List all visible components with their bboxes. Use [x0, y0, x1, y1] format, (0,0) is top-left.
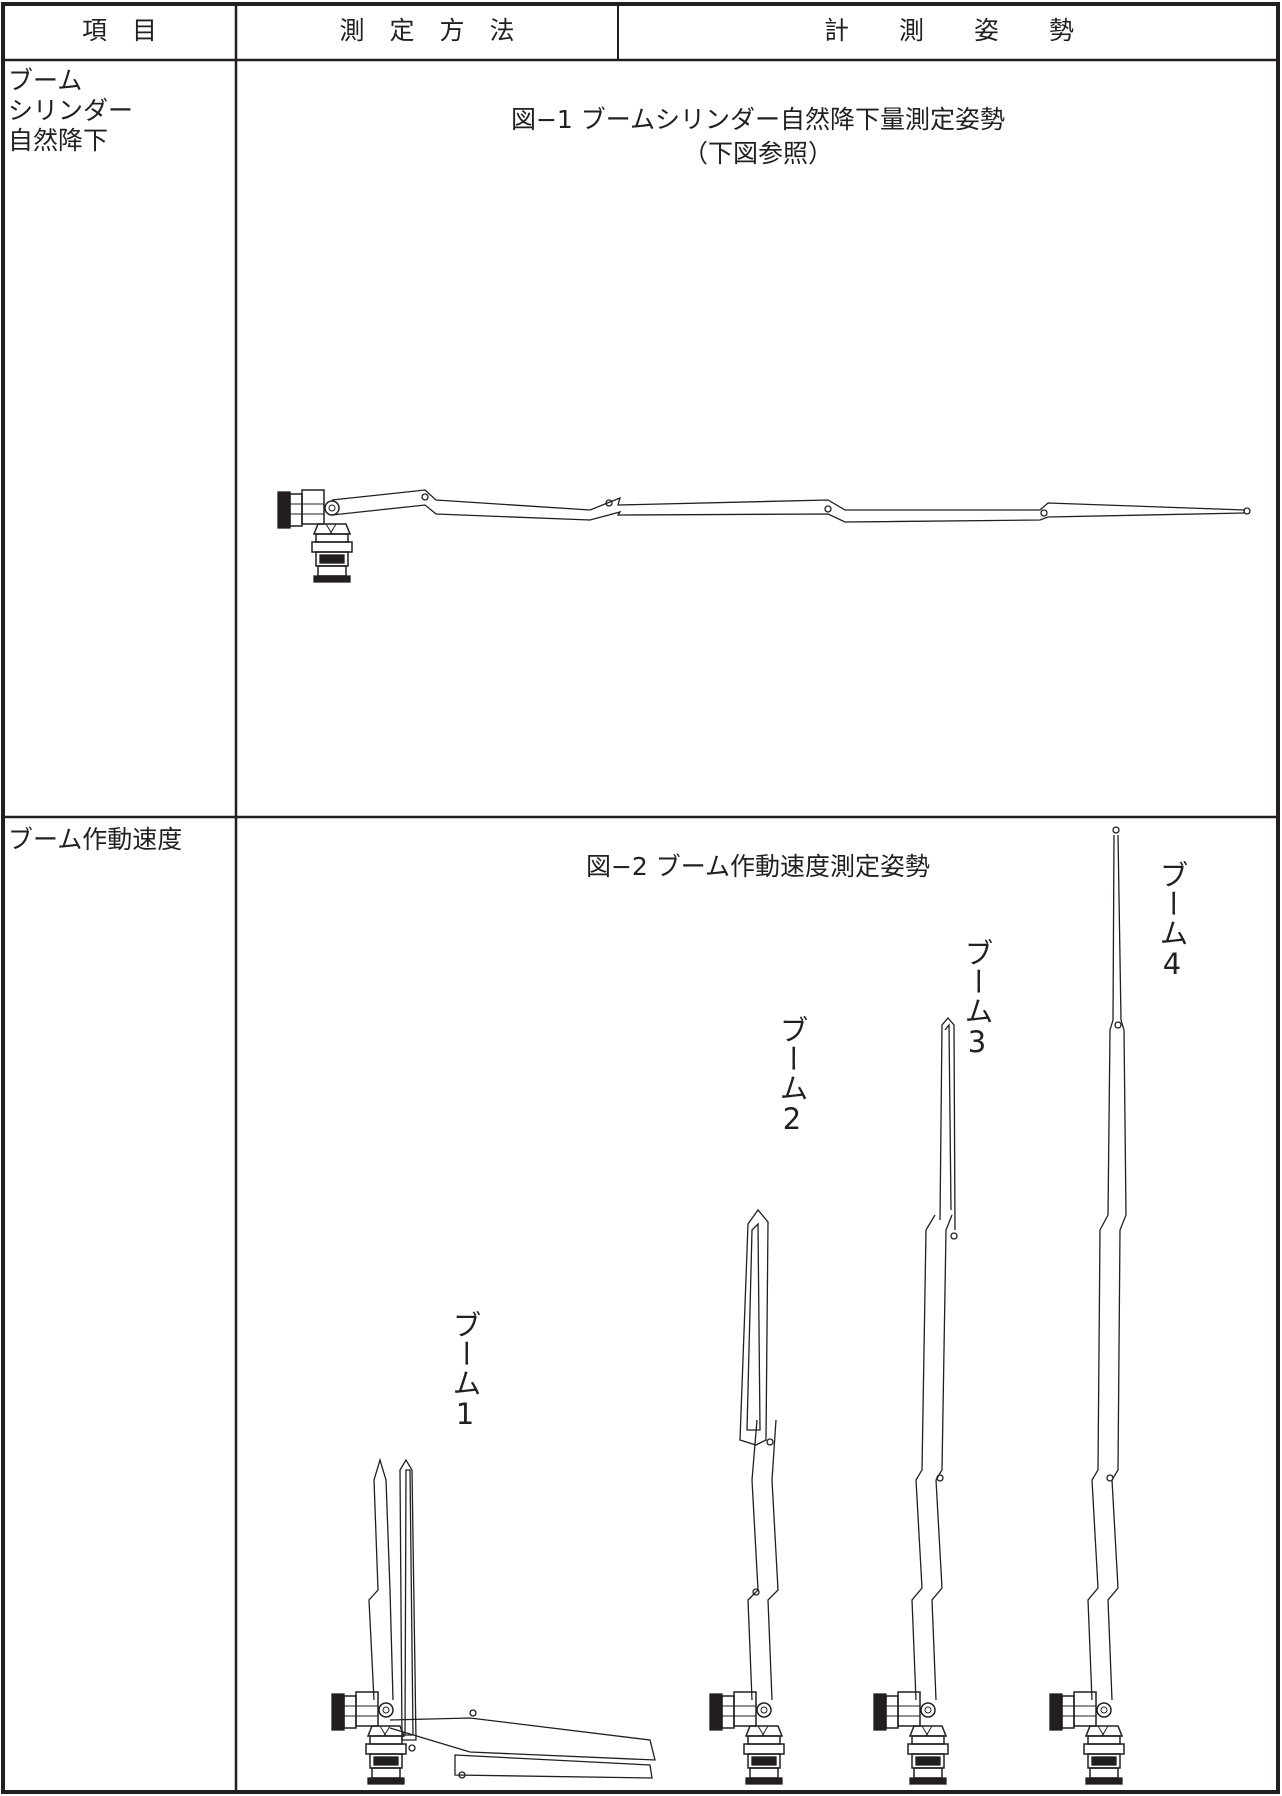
- figure1-note: （下図参照）: [682, 139, 833, 168]
- boom3-drawing: [873, 1017, 958, 1785]
- row1-item-label: ブーム シリンダー 自然降下: [8, 66, 134, 155]
- boom-label-3: ブーム 3: [960, 938, 994, 1059]
- boom-label-2: ブーム 2: [775, 1015, 809, 1136]
- figure2-title: 図−2 ブーム作動速度測定姿勢: [585, 852, 931, 881]
- boom-label-1: ブーム 1: [448, 1310, 482, 1431]
- boom4-drawing: [1049, 826, 1127, 1785]
- boom2-drawing: [709, 1208, 785, 1785]
- row2-item-label: ブーム作動速度: [8, 825, 183, 854]
- header-item: 項 目: [81, 16, 157, 45]
- boom1-drawing: [331, 1457, 656, 1785]
- figure1-boom: [277, 489, 1251, 583]
- boom-label-4: ブーム 4: [1155, 860, 1189, 981]
- header-method: 測 定 方 法: [339, 16, 515, 45]
- header-posture: 計 測 姿 勢: [823, 16, 1074, 45]
- figure1-title: 図−1 ブームシリンダー自然降下量測定姿勢: [510, 105, 1006, 134]
